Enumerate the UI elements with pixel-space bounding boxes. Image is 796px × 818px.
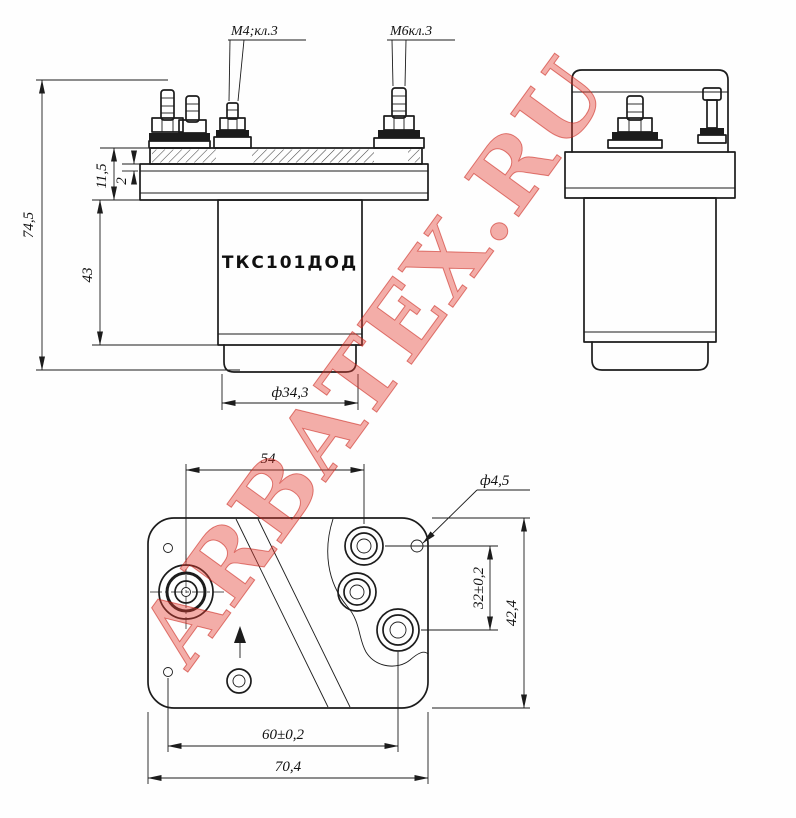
dim-hole-spacing-bottom: 60±0,2	[167, 652, 399, 752]
dim-text-plate-height: 42,4	[504, 599, 520, 626]
dim-body-height: 43	[80, 199, 222, 346]
plan-hole-bottom	[226, 668, 252, 694]
side-view	[564, 69, 736, 371]
plan-diagonals	[235, 518, 351, 708]
dim-text-plate-width: 70,4	[275, 759, 302, 775]
thread-callout-m4: М4;кл.3	[228, 24, 306, 102]
plan-hole-corner-bottom-left	[163, 667, 173, 677]
thread-callout-m6: М6кл.3	[387, 24, 455, 87]
front-terminal-left	[148, 89, 211, 149]
dim-text-body-height: 43	[80, 268, 96, 283]
dim-text-hole-spacing-top: 54	[261, 451, 277, 467]
front-terminal-m6	[373, 87, 425, 149]
dim-text-flange-height: 11,5	[94, 163, 110, 189]
front-view: ТКС101ДОД М4;кл.3 М6кл.3 74,5	[21, 24, 455, 410]
plan-hole-mid-terminal	[337, 572, 377, 612]
dim-total-height: 74,5	[21, 79, 240, 371]
plan-hole-left	[150, 554, 224, 630]
front-housing	[139, 147, 429, 201]
dim-hole-spacing-top: 54	[185, 451, 365, 562]
side-terminal-center	[607, 95, 663, 149]
dim-hole-spacing-vert: 32±0,2	[385, 545, 498, 631]
dim-body-diameter: ф34,3	[221, 374, 359, 410]
thread-label-m6: М6кл.3	[389, 24, 432, 39]
dim-text-body-diameter: ф34,3	[272, 385, 309, 401]
plan-hole-corner-top-left	[163, 543, 173, 553]
front-terminal-m4	[213, 102, 252, 149]
dim-text-plate-thickness: 2	[114, 177, 130, 185]
dim-text-hole-spacing-vert: 32±0,2	[471, 567, 487, 610]
dim-plate-height: 42,4	[432, 517, 530, 709]
dim-text-total-height: 74,5	[21, 211, 37, 238]
side-cap	[571, 69, 729, 153]
dim-plate-thickness: 2	[114, 150, 148, 185]
plan-hole-top-terminal	[344, 526, 384, 566]
side-terminal-right	[697, 87, 727, 144]
dim-text-hole-spacing-bottom: 60±0,2	[262, 727, 304, 743]
plan-boss-contour	[327, 518, 429, 667]
plan-hole-low-terminal	[376, 608, 420, 652]
dim-plate-width: 70,4	[147, 712, 429, 784]
dim-hole-diameter: ф4,5	[422, 473, 530, 544]
side-cylinder	[583, 197, 717, 371]
plan-plate-outline	[147, 517, 429, 709]
plan-arrow-marker	[234, 626, 246, 658]
thread-label-m4: М4;кл.3	[230, 24, 278, 39]
part-label: ТКС101ДОД	[222, 253, 358, 273]
plan-view: 54 ф4,5 32±0,2 42,4 60±0,2	[147, 451, 530, 784]
front-cylinder: ТКС101ДОД	[217, 199, 363, 373]
dim-text-hole-diameter: ф4,5	[480, 473, 510, 489]
side-flange	[564, 151, 736, 199]
